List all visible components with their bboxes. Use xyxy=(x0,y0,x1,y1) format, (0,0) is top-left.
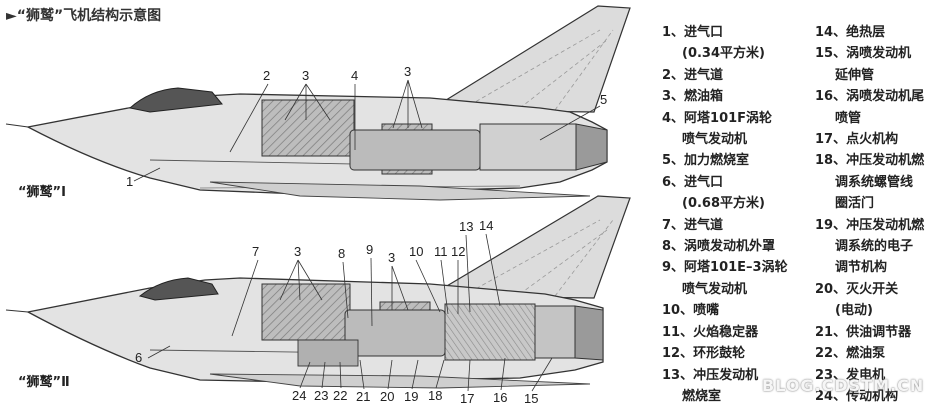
afterburner-top xyxy=(479,123,577,171)
legend-item: 喷气发动机 xyxy=(682,281,748,297)
variant-label-2: “狮鹫”Ⅱ xyxy=(18,374,70,390)
legend-item: 14、绝热层 xyxy=(815,25,886,40)
legend-item: 18、冲压发动机燃 xyxy=(815,153,925,169)
legend-item: 16、涡喷发动机尾 xyxy=(815,89,925,105)
legend-item: 1、进气口 xyxy=(662,25,724,40)
callout-top-5: 5 xyxy=(600,92,607,107)
diagram-title: ►“狮鹫”飞机结构示意图 xyxy=(6,7,161,24)
legend-item: 调节机构 xyxy=(835,260,888,276)
watermark: BLOG.CDSTM.CN xyxy=(762,376,925,395)
callout-bottom-17: 17 xyxy=(460,391,474,406)
canopy-bottom xyxy=(138,277,219,301)
legend-item: 调系统螺管线 xyxy=(835,174,914,190)
aircraft-diagram: ►“狮鹫”飞机结构示意图 1 2 3 4 3 xyxy=(5,5,631,406)
legend-item: 10、喷嘴 xyxy=(662,303,720,319)
legend-item: 7、进气道 xyxy=(662,217,724,233)
legend-item: 4、阿塔101F涡轮 xyxy=(662,110,773,126)
legend-item: 11、火焰稳定器 xyxy=(662,324,759,340)
engine-bottom xyxy=(344,309,446,357)
callout-bottom-23: 23 xyxy=(314,388,328,403)
legend-item: (0.68平方米) xyxy=(682,196,765,212)
legend-item: 3、燃油箱 xyxy=(662,89,724,105)
variant-label-1: “狮鹫”Ⅰ xyxy=(18,184,66,200)
callout-bottom-14: 14 xyxy=(479,218,493,233)
callout-bottom-21: 21 xyxy=(356,389,370,404)
engine-top xyxy=(349,129,481,171)
legend-item: 燃烧室 xyxy=(682,388,722,404)
legend-item: 6、进气口 xyxy=(662,174,724,190)
legend-item: 延伸管 xyxy=(835,67,875,83)
callout-bottom-20: 20 xyxy=(380,389,394,404)
callout-top-3a: 3 xyxy=(302,68,309,83)
callout-bottom-18: 18 xyxy=(428,388,442,403)
legend-item: 8、涡喷发动机外罩 xyxy=(662,239,776,255)
callout-bottom-9: 9 xyxy=(366,242,373,257)
legend-item: 9、阿塔101E–3涡轮 xyxy=(662,260,788,276)
legend-item: 喷管 xyxy=(835,110,862,126)
callouts-top: 1 2 3 4 3 5 xyxy=(126,64,607,189)
legend-item: 调系统的电子 xyxy=(835,239,914,255)
aircraft-griffon-2 xyxy=(5,195,631,389)
callout-bottom-8: 8 xyxy=(338,246,345,261)
accessory-bay xyxy=(297,339,359,367)
callout-bottom-3a: 3 xyxy=(294,244,301,259)
legend-item: 24、传动机构 xyxy=(815,388,899,404)
legend-item: 15、涡喷发动机 xyxy=(815,46,912,62)
canopy-top xyxy=(128,87,223,113)
callout-top-1: 1 xyxy=(126,174,133,189)
fuel-tank-top-a xyxy=(261,99,355,157)
callout-bottom-10: 10 xyxy=(409,244,423,259)
callout-bottom-11: 11 xyxy=(434,244,448,259)
callout-bottom-3b: 3 xyxy=(388,250,395,265)
legend-item: 17、点火机构 xyxy=(815,132,899,148)
legend-item: 23、发电机 xyxy=(815,367,886,383)
callout-bottom-22: 22 xyxy=(333,388,347,403)
callout-top-3b: 3 xyxy=(404,64,411,79)
legend-item: 20、灭火开关 xyxy=(815,281,899,297)
legend-item: 5、加力燃烧室 xyxy=(662,153,750,169)
legend-item: (0.34平方米) xyxy=(682,46,765,62)
callout-bottom-24: 24 xyxy=(292,388,306,403)
legend-column-left: 1、进气口 (0.34平方米) 2、进气道 3、燃油箱 4、阿塔101F涡轮喷气发动机 5… xyxy=(662,22,788,407)
callouts-bottom: 7 3 8 9 3 10 11 12 13 14 6 24 23 22 21 2… xyxy=(135,218,553,406)
fuel-tank-bottom-a xyxy=(261,283,351,341)
legend-item: 19、冲压发动机燃 xyxy=(815,217,925,233)
callout-bottom-12: 12 xyxy=(451,244,465,259)
legend-item: 喷气发动机 xyxy=(682,132,748,148)
legend-item: 12、环形鼓轮 xyxy=(662,346,746,362)
legend-item: 22、燃油泵 xyxy=(815,346,886,362)
legend-item: 圈活门 xyxy=(835,196,875,212)
callout-bottom-16: 16 xyxy=(493,390,507,405)
callout-bottom-19: 19 xyxy=(404,389,418,404)
callout-bottom-6: 6 xyxy=(135,350,142,365)
aircraft-griffon-1 xyxy=(5,5,631,201)
legend-item: 21、供油调节器 xyxy=(815,324,912,340)
ramjet-chamber xyxy=(444,303,536,361)
callout-bottom-13: 13 xyxy=(459,219,473,234)
callout-bottom-7: 7 xyxy=(252,244,259,259)
legend-item: 13、冲压发动机 xyxy=(662,367,759,383)
callout-top-2: 2 xyxy=(263,68,270,83)
callout-bottom-15: 15 xyxy=(524,391,538,406)
legend-column-right: 14、绝热层 15、涡喷发动机延伸管 16、涡喷发动机尾喷管 17、点火机构 18、冲压… xyxy=(815,22,924,407)
callout-top-4: 4 xyxy=(351,68,358,83)
legend-item: (电动) xyxy=(835,303,873,319)
legend-item: 2、进气道 xyxy=(662,67,724,83)
